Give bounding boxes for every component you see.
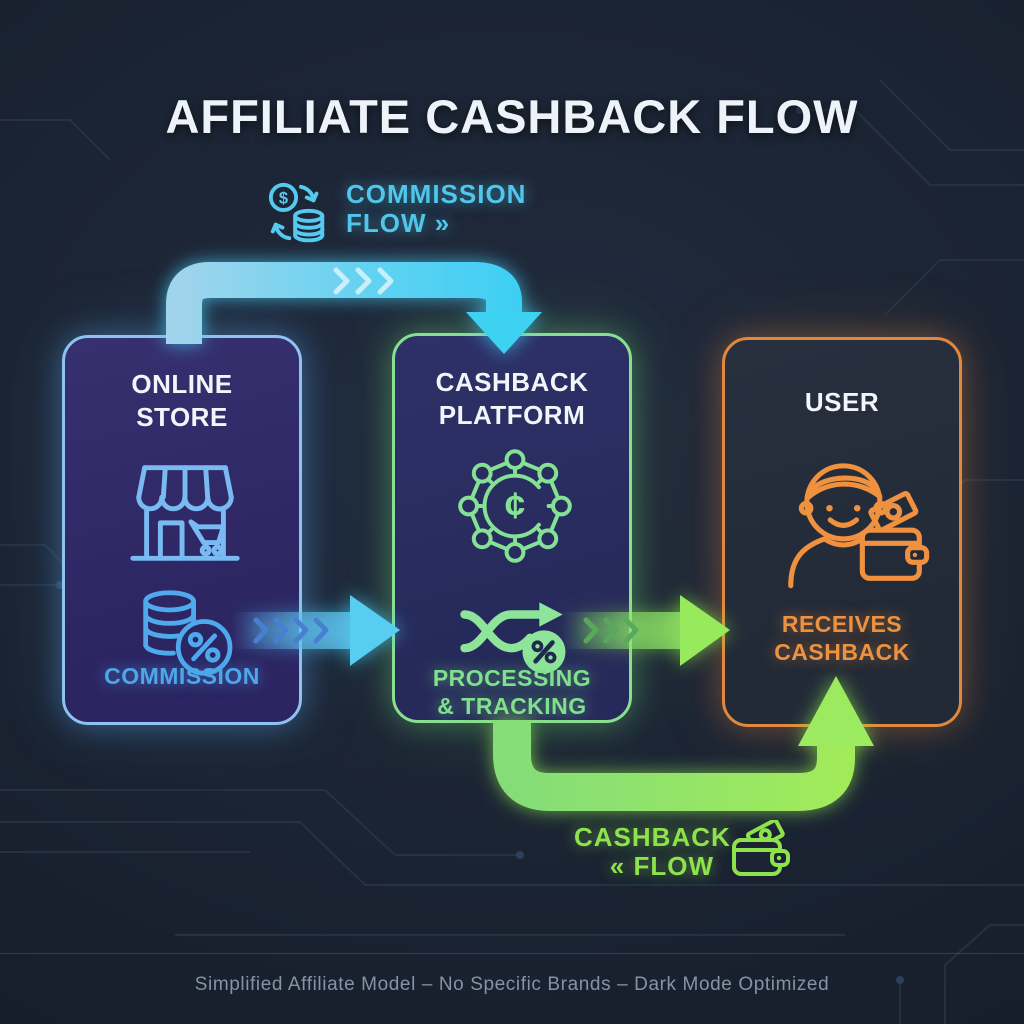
coin-network-icon: ¢ <box>458 449 572 563</box>
commission-flow-line2: FLOW » <box>346 208 451 239</box>
cent-glyph: ¢ <box>505 485 525 526</box>
card-online-store-title: ONLINE STORE <box>131 369 233 432</box>
money-exchange-icon: $ <box>268 182 325 243</box>
cashback-flow-line2: « FLOW <box>609 851 714 881</box>
card-user-caption: RECEIVES CASHBACK <box>774 611 910 666</box>
shuffle-percent-icon <box>460 602 566 674</box>
storefront-icon <box>130 465 240 561</box>
card-user-title: USER <box>804 387 880 417</box>
dollar-glyph: $ <box>279 189 288 207</box>
card-cashback-platform-caption: PROCESSING & TRACKING <box>432 665 592 720</box>
commission-flow-label: $ COMMISSION FLOW » <box>266 179 527 246</box>
commission-flow-text: COMMISSION FLOW » <box>346 179 527 239</box>
page-title: AFFILIATE CASHBACK FLOW <box>165 90 859 144</box>
card-user: USER RECEIVES CASHBACK <box>722 337 962 727</box>
footer-text: Simplified Affiliate Model – No Specific… <box>194 974 830 995</box>
card-online-store-caption: COMMISSION <box>104 663 260 689</box>
footer-divider <box>0 953 1024 954</box>
card-cashback-platform-title: CASHBACK PLATFORM <box>435 367 589 430</box>
cashback-flow-text: CASHBACK « FLOW <box>574 821 731 881</box>
card-online-store: ONLINE STORE <box>62 335 302 725</box>
coins-percent-icon <box>143 590 233 676</box>
cashback-flow-label: CASHBACK « FLOW <box>574 820 794 884</box>
commission-flow-line1: COMMISSION <box>346 179 527 209</box>
card-cashback-platform: CASHBACK PLATFORM ¢ <box>392 333 632 723</box>
person-wallet-icon <box>788 463 930 589</box>
cashback-flow-line1: CASHBACK <box>574 821 731 852</box>
wallet-icon <box>732 820 790 876</box>
